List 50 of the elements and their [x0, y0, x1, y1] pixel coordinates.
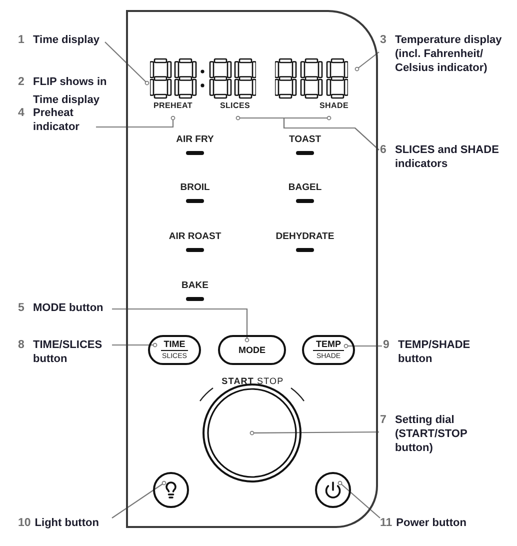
callout-number: 8 [18, 338, 26, 352]
callout-text: Time display [33, 33, 100, 47]
mode-label: BAGEL [288, 182, 322, 193]
callout-text: FLIP shows in Time display [33, 76, 107, 106]
callout-text: Light button [34, 516, 99, 530]
callout-number: 1 [18, 33, 26, 47]
callout-number: 11 [380, 516, 392, 530]
mode-label: AIR ROAST [168, 231, 222, 242]
control-button: MODE [218, 335, 286, 365]
callout-number: 5 [18, 301, 26, 315]
mode-label: DEHYDRATE [276, 231, 334, 242]
indicator-label: SLICES [219, 101, 251, 110]
seven-segment-display [275, 58, 348, 99]
leader-line [354, 52, 380, 72]
mode-label: TOAST [288, 134, 322, 145]
dial-label: STOP [257, 376, 285, 386]
callout-number: 3 [380, 33, 388, 47]
leader-line [250, 430, 379, 436]
leader-line [112, 308, 250, 342]
callout-number: 7 [380, 413, 388, 427]
callout-number: 4 [18, 106, 26, 120]
indicator-label: SHADE [318, 101, 350, 110]
indicator-label: PREHEAT [152, 101, 194, 110]
leader-line [96, 116, 176, 128]
callout-text: TEMP/SHADE button [398, 338, 472, 366]
leader-line [104, 42, 150, 86]
dial-label: START [220, 376, 254, 386]
callout-text: MODE button [33, 301, 104, 315]
leader-line [283, 116, 380, 150]
light-button [153, 472, 189, 508]
callout-number: 9 [383, 338, 390, 352]
setting-dial [202, 383, 302, 483]
callout-number: 10 [18, 516, 31, 530]
callout-text: SLICES and SHADE indicators [395, 143, 500, 171]
callout-text: Setting dial (START/STOP button) [395, 413, 468, 455]
seven-segment-display [150, 58, 256, 99]
leader-line [112, 480, 166, 518]
callout-text: Power button [396, 516, 466, 530]
callout-text: Temperature display (incl. Fahrenheit/ Celsius indicator) [395, 33, 503, 75]
control-panel [126, 10, 378, 528]
mode-label: AIR FRY [176, 134, 214, 145]
callout-text: TIME/SLICES button [33, 338, 104, 366]
callout-number: 6 [380, 143, 388, 157]
leader-line [344, 344, 382, 348]
leader-line [112, 342, 158, 348]
mode-label: BAKE [182, 280, 208, 291]
callout-text: Preheat indicator [33, 106, 80, 134]
mode-label: BROIL [180, 182, 210, 193]
power-button [315, 472, 351, 508]
callout-number: 2 [18, 76, 24, 88]
